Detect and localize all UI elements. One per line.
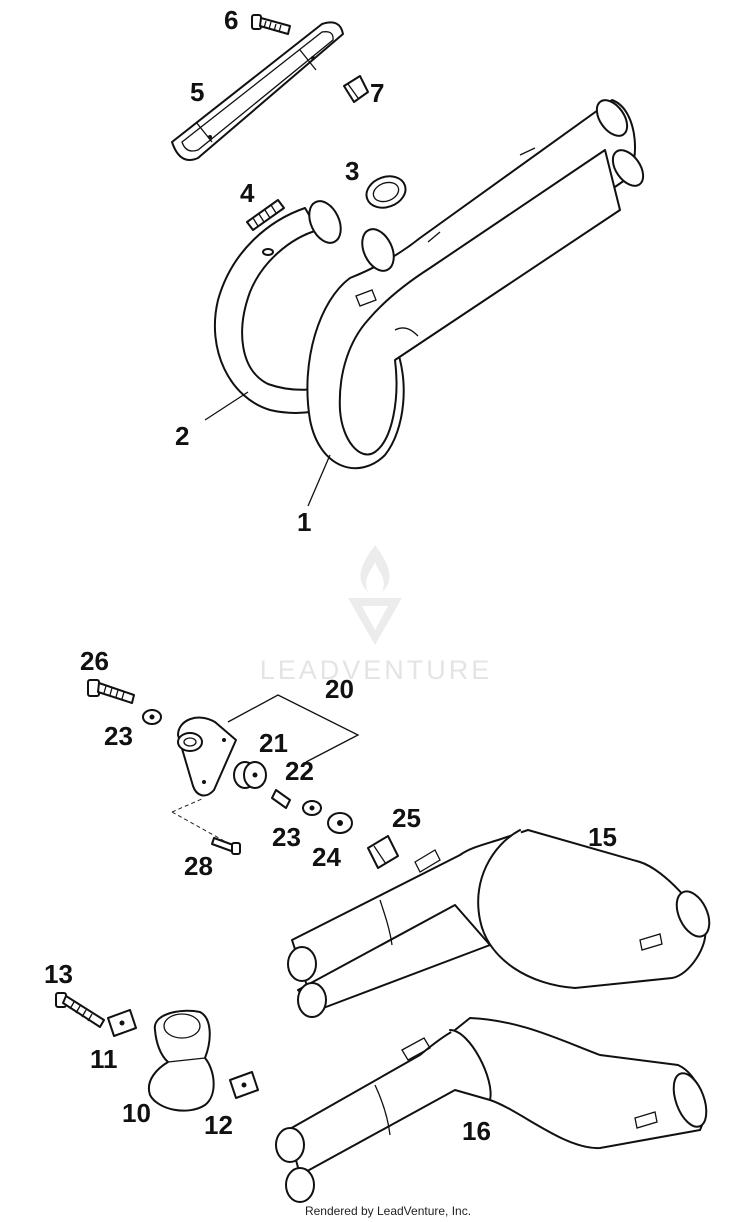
part-5-heat-shield	[171, 21, 344, 161]
part-1-header-pipe	[306, 99, 645, 470]
leadventure-watermark-logo: LEADVENTURE	[260, 545, 493, 685]
part-3-gasket	[365, 175, 407, 209]
callout-26: 26	[80, 646, 109, 676]
callout-1: 1	[297, 507, 311, 537]
part-23-washer-lower	[302, 800, 322, 816]
part-24-washer	[327, 812, 353, 834]
part-7-clip-nut	[343, 75, 369, 103]
part-20-bracket	[177, 716, 237, 797]
part-12-nut-bar	[229, 1071, 259, 1099]
part-26-bolt	[87, 679, 135, 704]
callout-3: 3	[345, 156, 359, 186]
callout-2: 2	[175, 421, 189, 451]
callout-22: 22	[285, 756, 314, 786]
part-10-clamp	[147, 1009, 215, 1112]
callout-23-lower: 23	[272, 822, 301, 852]
part-6-bolt	[251, 14, 291, 35]
part-23-washer-upper	[142, 709, 162, 725]
part-16-muffler	[275, 1017, 708, 1203]
callout-10: 10	[122, 1098, 151, 1128]
part-22-collar	[271, 789, 291, 809]
callout-28: 28	[184, 851, 213, 881]
part-2-header-pipe	[213, 200, 346, 414]
callout-25: 25	[392, 803, 421, 833]
callout-12: 12	[204, 1110, 233, 1140]
callout-13: 13	[44, 959, 73, 989]
part-11-nut-bar	[107, 1009, 137, 1037]
part-4-spring	[246, 199, 285, 231]
part-15-muffler	[287, 829, 711, 1018]
part-25-clip-nut	[367, 835, 399, 869]
callout-23-upper: 23	[104, 721, 133, 751]
callout-20: 20	[325, 674, 354, 704]
part-21-grommet	[233, 761, 267, 789]
callout-7: 7	[370, 78, 384, 108]
callout-16: 16	[462, 1116, 491, 1146]
callout-5: 5	[190, 77, 204, 107]
part-13-bolt	[55, 992, 105, 1028]
callout-6: 6	[224, 5, 238, 35]
callout-11: 11	[90, 1044, 118, 1074]
callout-15: 15	[588, 822, 617, 852]
callout-4: 4	[240, 178, 255, 208]
watermark-text: LEADVENTURE	[260, 655, 493, 685]
footer-credit: Rendered by LeadVenture, Inc.	[305, 1204, 471, 1218]
callout-21: 21	[259, 728, 288, 758]
part-28-bolt	[211, 837, 241, 855]
callout-24: 24	[312, 842, 341, 872]
